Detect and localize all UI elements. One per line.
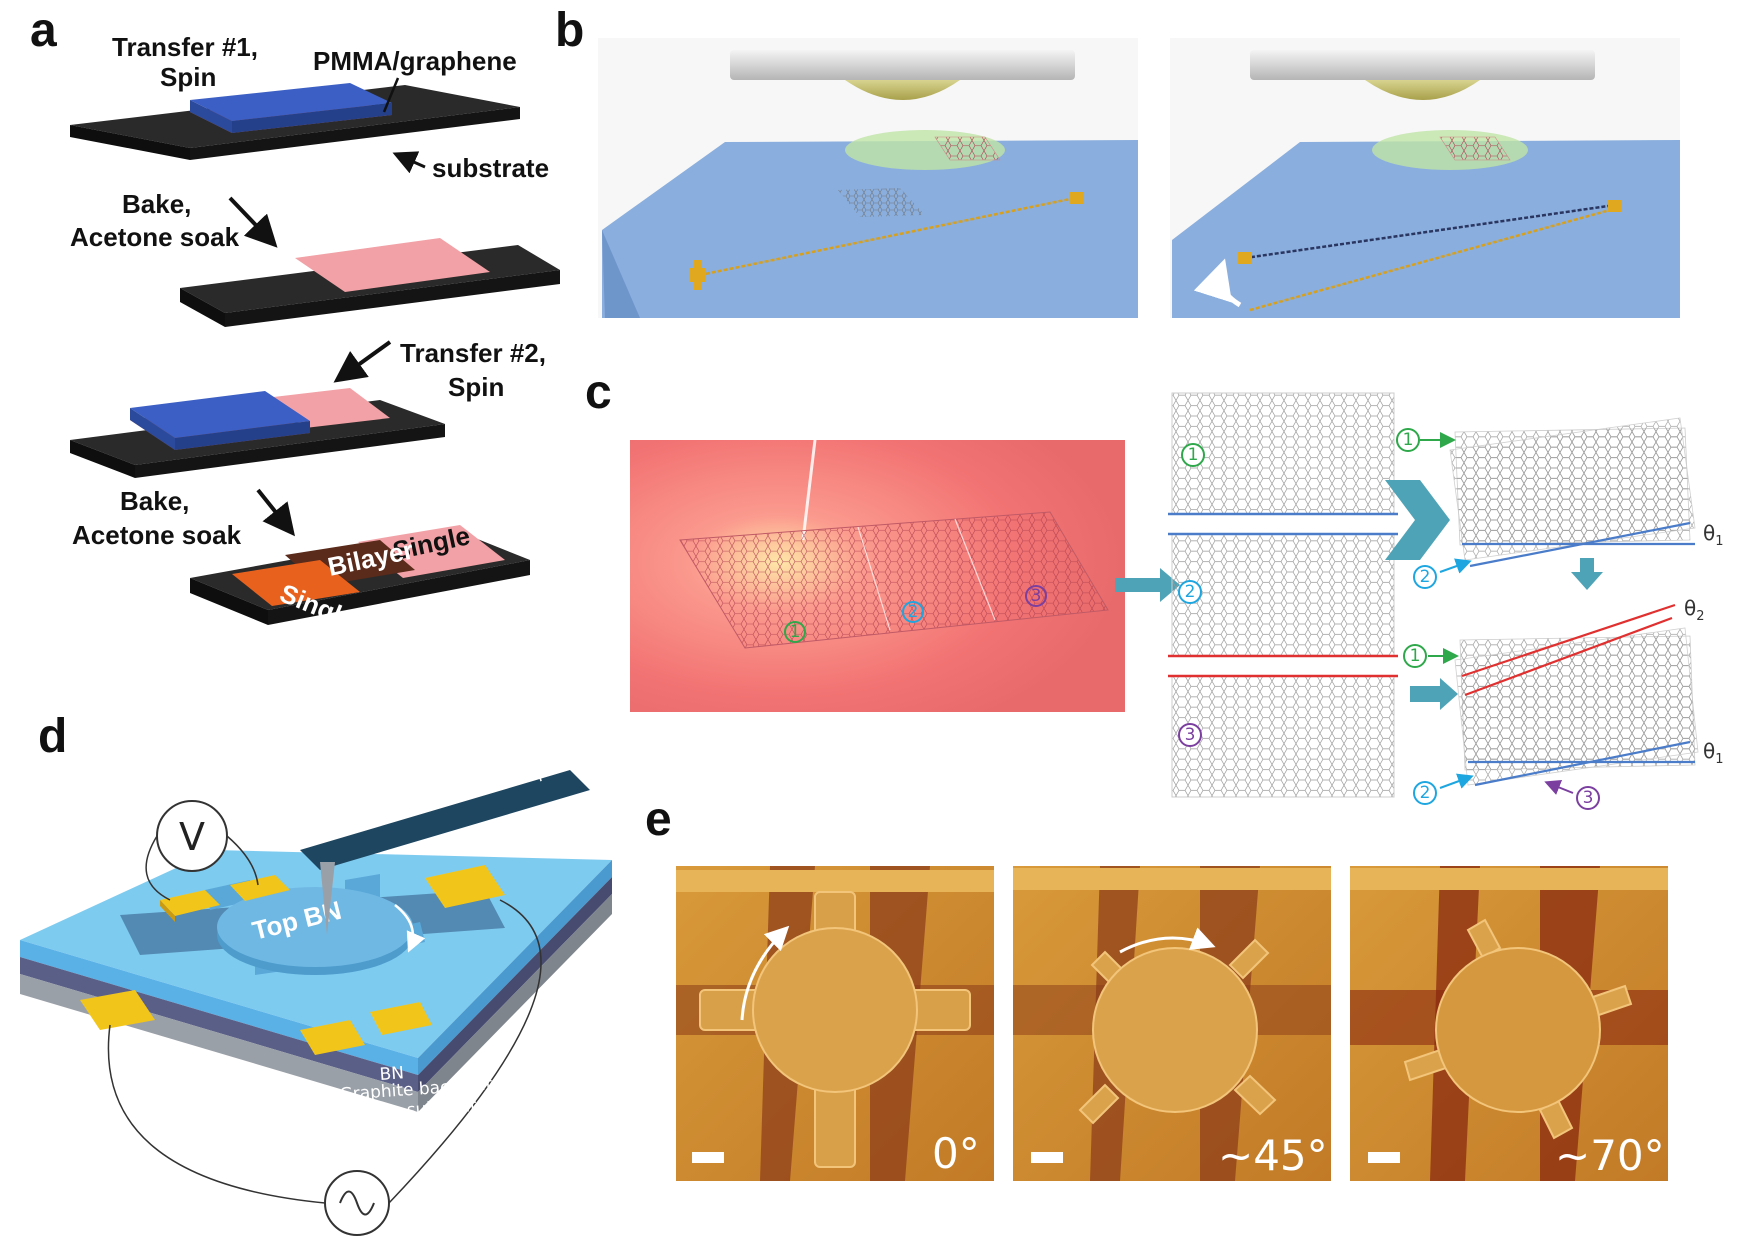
step4-line1: Bake, [120, 486, 189, 516]
panel-b: b [555, 4, 1680, 318]
laser-cut-image [630, 439, 1125, 712]
pmma-label: PMMA/graphene [313, 46, 517, 76]
bilayer1-region-1: 1 [1403, 430, 1414, 450]
trilayer-region-2: 2 [1420, 783, 1431, 803]
strip-region-3: 3 [1185, 725, 1196, 745]
trilayer-region-1: 1 [1410, 646, 1421, 666]
pmma-pointer [382, 77, 400, 113]
panel-d: d Top BN [20, 710, 612, 1236]
step2-line1: Bake, [122, 189, 191, 219]
transfer-scene-after [1170, 38, 1680, 318]
pdms-lens [845, 80, 960, 100]
gold-contacts [80, 865, 505, 1055]
step4-line2: Acetone soak [72, 520, 242, 550]
region-3-marker: 3 [1031, 586, 1042, 606]
bn-label: BN [379, 1063, 405, 1085]
rotation-arrow-e2 [1119, 927, 1216, 954]
rotation-arrow-d [394, 904, 426, 953]
panel-a-label: a [30, 4, 57, 57]
flow-arrow-down [1571, 558, 1603, 590]
twisted-trilayer [1454, 603, 1699, 787]
theta1-bottom: θ1 [1703, 739, 1724, 767]
afm-tip [320, 862, 335, 935]
afm-cantilever [300, 770, 590, 870]
angle-45: ~45° [1218, 1131, 1328, 1180]
graphene-layer [295, 238, 490, 292]
process-arrow-2 [333, 340, 392, 383]
lattice-strip [1168, 392, 1398, 798]
panel-b-label: b [555, 4, 584, 57]
panel-d-label: d [38, 710, 67, 763]
fold-chevron [1385, 480, 1450, 560]
step3-line1: Transfer #2, [400, 338, 546, 368]
strip-region-1: 1 [1188, 445, 1199, 465]
angle-0: 0° [932, 1129, 980, 1178]
region-1-marker: 1 [790, 622, 801, 642]
process-arrow-1 [228, 196, 278, 248]
stack-3 [70, 388, 445, 478]
substrate-label: substrate [432, 153, 549, 183]
flow-arrow-right-2 [1410, 678, 1458, 710]
afm-image-0deg [676, 866, 994, 1181]
sine-icon [339, 1190, 375, 1216]
substrate-arrow [392, 151, 426, 174]
scale-bar [692, 1152, 724, 1163]
stack-2 [180, 238, 560, 327]
panel-e: e 0° ~ [645, 793, 1668, 1181]
top-bn-rotor [205, 874, 425, 975]
transfer-scene-before [598, 38, 1138, 318]
pmma-layer [190, 83, 392, 121]
rotation-arrow-b [1193, 258, 1242, 308]
laser-beam [801, 439, 817, 541]
graphite-layer [20, 957, 418, 1092]
glass-slide [730, 50, 1075, 80]
panel-a: a Transfer #1, Spin PMMA/graphene substr… [30, 4, 560, 635]
theta1-top: θ1 [1703, 521, 1724, 549]
step1-line1: Transfer #1, [112, 32, 258, 62]
graphene-sheet [679, 511, 1109, 649]
panel-e-label: e [645, 793, 672, 846]
process-arrow-3 [256, 488, 295, 537]
stack-4 [190, 525, 530, 625]
panel-c-label: c [585, 366, 612, 419]
nanotube [699, 196, 1076, 277]
panel-c: c 1 2 3 1 2 [585, 366, 1724, 810]
trilayer-region-3: 3 [1583, 788, 1594, 808]
graphene-flake [838, 188, 925, 217]
step3-line2: Spin [448, 372, 504, 402]
angle-70: ~70° [1555, 1131, 1665, 1180]
stack-1 [70, 83, 520, 160]
twisted-bilayer-1 [1449, 417, 1696, 568]
afm-image-45deg [1013, 866, 1331, 1181]
bilayer1-region-2: 2 [1420, 567, 1431, 587]
afm-image-70deg [1350, 866, 1668, 1181]
strip-region-2: 2 [1185, 582, 1196, 602]
rotation-arrow-e1 [740, 925, 790, 1021]
step2-line2: Acetone soak [70, 222, 240, 252]
step1-line2: Spin [160, 62, 216, 92]
theta2: θ2 [1684, 596, 1705, 624]
flow-arrow-right [1115, 568, 1180, 602]
region-2-marker: 2 [908, 602, 919, 622]
voltmeter-label: V [179, 815, 205, 859]
